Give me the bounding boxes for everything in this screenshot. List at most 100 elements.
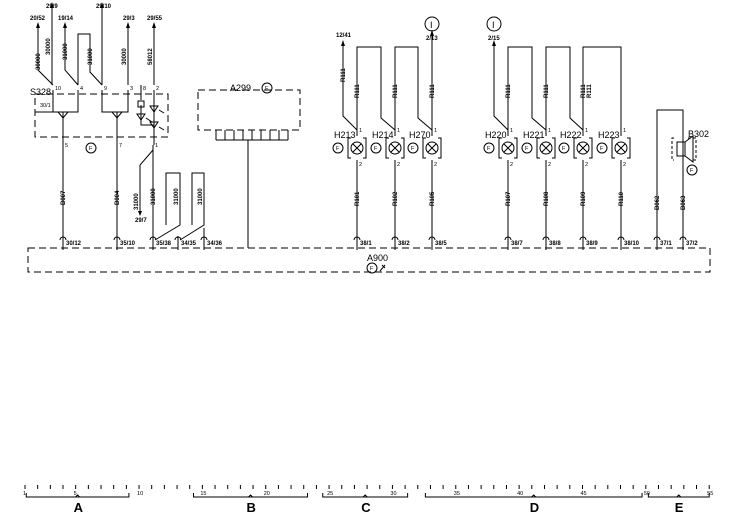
connector-pin (353, 236, 361, 250)
connector-label: 38/2 (398, 241, 410, 247)
connector-pin (391, 236, 399, 250)
svg-text:2: 2 (585, 162, 588, 168)
svg-text:R111: R111 (341, 68, 347, 82)
connector-pin (504, 236, 512, 250)
section-bracket (424, 493, 643, 498)
lamp-label: H220 (485, 130, 507, 140)
svg-text:12/41: 12/41 (336, 33, 352, 39)
s328-label: S328 (30, 87, 51, 97)
wire-code: R101 (355, 191, 361, 206)
connector-label: 38/9 (586, 241, 598, 247)
svg-text:29/3: 29/3 (123, 16, 135, 22)
svg-text:2: 2 (434, 162, 437, 168)
connector-label: 38/7 (511, 241, 523, 247)
svg-text:31000: 31000 (63, 43, 69, 60)
lamp-label: H270 (409, 130, 431, 140)
svg-text:1: 1 (510, 128, 513, 134)
svg-text:2/13: 2/13 (426, 36, 438, 42)
svg-text:F: F (374, 146, 378, 152)
wire-code: R111 (393, 84, 399, 98)
connector-label: 35/38 (156, 241, 172, 247)
svg-text:20/52: 20/52 (30, 16, 46, 22)
ref-29-7: 29/7 (135, 218, 147, 224)
connector-pin (679, 236, 687, 250)
svg-text:2: 2 (510, 162, 513, 168)
lamp-wiring: I I 12/41 2/13 2/15 (336, 16, 622, 131)
wire-code: R111 (544, 84, 550, 98)
svg-text:1: 1 (548, 128, 551, 134)
connector-label: 34/35 (181, 241, 197, 247)
section-label: B (247, 500, 256, 515)
svg-text:I: I (430, 20, 433, 30)
svg-text:B007: B007 (61, 190, 67, 205)
section-label: E (675, 500, 684, 515)
svg-text:2: 2 (359, 162, 362, 168)
wire-code: R109 (581, 191, 587, 206)
svg-text:F: F (265, 86, 269, 92)
s328-internal-label: 30/1 (40, 103, 51, 109)
svg-text:1: 1 (397, 128, 400, 134)
svg-text:F: F (487, 146, 491, 152)
section-bracket (322, 493, 409, 498)
ruler-tick-label: 15 (200, 491, 206, 497)
connector-label: 35/10 (120, 241, 136, 247)
s328-switch: S328 30/1 10 4 9 3 8 2 5 7 1 F (30, 2, 169, 154)
section-label: C (361, 500, 371, 515)
ruler-tick-label: 45 (580, 491, 586, 497)
top-references-left: 20/52 29/9 19/14 29/10 29/3 29/55 (30, 4, 163, 22)
lamp-icon (425, 141, 439, 155)
ruler-tick-label: 1 (23, 491, 26, 497)
svg-text:8: 8 (143, 86, 146, 92)
a900-bus: A900 F (27, 247, 711, 274)
connector-label: 38/10 (624, 241, 640, 247)
ruler-tick-label: 25 (327, 491, 333, 497)
svg-text:I: I (492, 20, 495, 30)
lamp-label: H221 (523, 130, 545, 140)
i-marker-icon (424, 16, 440, 32)
svg-text:2: 2 (156, 86, 159, 92)
svg-text:9: 9 (104, 86, 107, 92)
wire-code: R107 (506, 191, 512, 206)
b302-speaker: B302 F B062 B063 (655, 109, 709, 240)
wire-code: R110 (619, 191, 625, 206)
connector-pin (653, 236, 661, 250)
s328-bottom-pins: 5 7 1 (65, 143, 158, 149)
connector-pin (617, 236, 625, 250)
section-bracket (647, 493, 710, 498)
svg-text:19/14: 19/14 (58, 16, 74, 22)
connector-pin (113, 236, 121, 250)
connector-label: 30/12 (66, 241, 82, 247)
svg-text:1: 1 (359, 128, 362, 134)
svg-text:F: F (525, 146, 529, 152)
b302-label: B302 (688, 129, 709, 139)
lamp-label: H223 (598, 130, 620, 140)
section-bracket (25, 493, 130, 498)
ruler-tick-label: 10 (137, 491, 143, 497)
lamp-label: H222 (560, 130, 582, 140)
wire-code: R111 (430, 84, 436, 98)
lamp-icon (539, 141, 553, 155)
svg-text:2: 2 (623, 162, 626, 168)
svg-text:F: F (336, 146, 340, 152)
svg-text:30000: 30000 (46, 38, 52, 55)
svg-text:1: 1 (155, 143, 158, 149)
svg-text:F: F (600, 146, 604, 152)
svg-text:7: 7 (119, 143, 122, 149)
wire-code: R111 (587, 84, 593, 98)
ruler-tick-label: 35 (454, 491, 460, 497)
svg-text:31000: 31000 (88, 48, 94, 65)
a299-module: A299 F (197, 82, 301, 248)
ruler-tick-label: 40 (517, 491, 523, 497)
svg-text:4: 4 (80, 86, 83, 92)
svg-text:31000: 31000 (134, 193, 140, 210)
svg-text:B063: B063 (681, 195, 687, 210)
